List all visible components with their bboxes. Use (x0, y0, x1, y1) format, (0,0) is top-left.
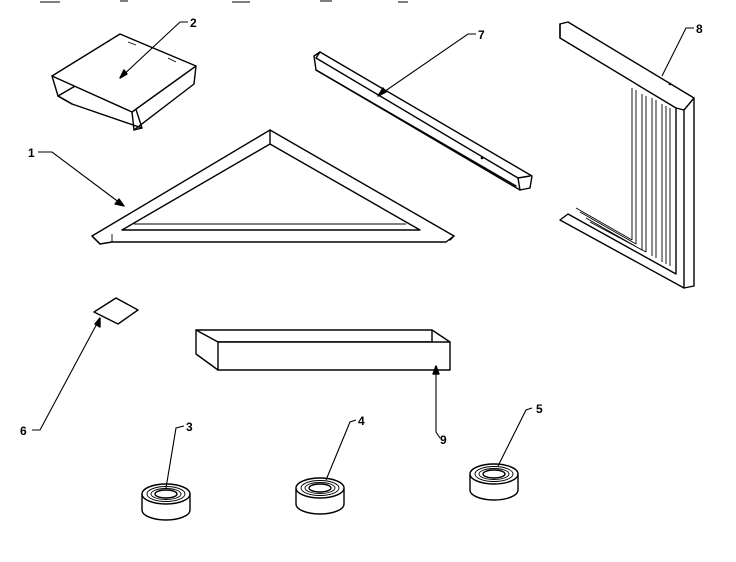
callout-4: 4 (325, 414, 365, 481)
callout-3: 3 (165, 420, 193, 489)
part-9-u-channel (195, 329, 451, 371)
part-4-tape-roll (295, 477, 345, 515)
callout-1: 1 (28, 146, 125, 207)
callout-4-label: 4 (358, 414, 365, 428)
callout-8: 8 (661, 22, 703, 77)
part-1-triangle-frame (91, 129, 455, 245)
callout-2: 2 (119, 16, 197, 79)
callout-5-label: 5 (536, 402, 543, 416)
callout-6-label: 6 (20, 424, 27, 438)
callout-6: 6 (20, 317, 101, 438)
callout-9-label: 9 (440, 433, 447, 447)
part-7-channel-rail (313, 51, 533, 191)
callout-7: 7 (377, 28, 485, 97)
part-2-folded-gasket (51, 33, 197, 131)
callout-5: 5 (497, 402, 543, 467)
part-3-tape-roll (141, 483, 191, 521)
callout-2-label: 2 (190, 16, 197, 30)
callout-3-label: 3 (186, 420, 193, 434)
part-5-tape-roll (469, 463, 519, 501)
part-8-side-curtain-panel (559, 21, 695, 289)
callout-8-label: 8 (696, 22, 703, 36)
part-6-foam-pad (93, 297, 139, 325)
callout-7-label: 7 (478, 28, 485, 42)
callout-9: 9 (432, 365, 447, 447)
top-edge-marks (40, 0, 408, 3)
callout-1-label: 1 (28, 146, 35, 160)
